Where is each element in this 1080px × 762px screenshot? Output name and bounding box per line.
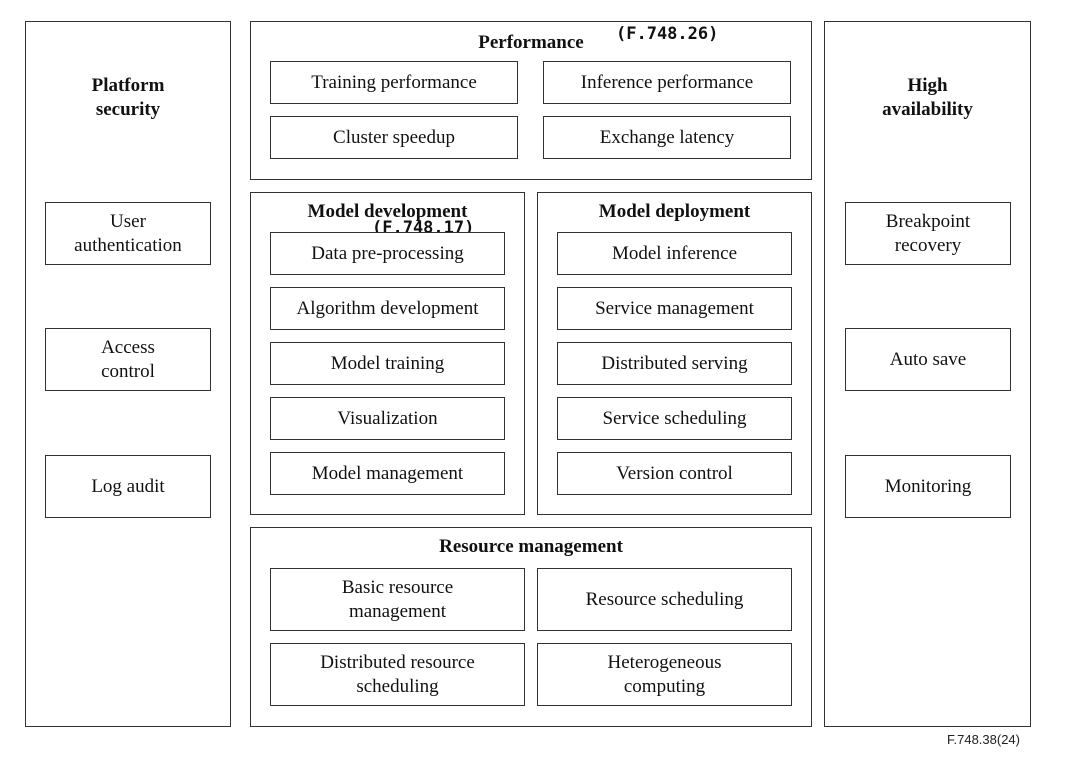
data-preprocessing-box: Data pre-processing	[270, 232, 505, 275]
resource-management-title: Resource management	[439, 536, 623, 557]
breakpoint-recovery-box: Breakpoint recovery	[845, 202, 1011, 265]
monitoring-box: Monitoring	[845, 455, 1011, 518]
high-availability-title: High availability	[882, 75, 973, 120]
basic-resource-management-box: Basic resource management	[270, 568, 525, 631]
figure-id: F.748.38(24)	[947, 732, 1020, 747]
model-training-box: Model training	[270, 342, 505, 385]
model-development-title: Model development	[307, 201, 468, 222]
cluster-speedup-box: Cluster speedup	[270, 116, 518, 159]
platform-security-title: Platform security	[91, 75, 165, 120]
model-deployment-title: Model deployment	[598, 201, 751, 222]
user-authentication-box: User authentication	[45, 202, 211, 265]
training-performance-box: Training performance	[270, 61, 518, 104]
algorithm-development-box: Algorithm development	[270, 287, 505, 330]
log-audit-box: Log audit	[45, 455, 211, 518]
performance-title: Performance	[478, 32, 584, 53]
exchange-latency-box: Exchange latency	[543, 116, 791, 159]
access-control-box: Access control	[45, 328, 211, 391]
version-control-box: Version control	[557, 452, 792, 495]
visualization-box: Visualization	[270, 397, 505, 440]
distributed-resource-scheduling-box: Distributed resource scheduling	[270, 643, 525, 706]
performance-reference: (F.748.26)	[616, 24, 719, 44]
resource-scheduling-box: Resource scheduling	[537, 568, 792, 631]
service-management-box: Service management	[557, 287, 792, 330]
inference-performance-box: Inference performance	[543, 61, 791, 104]
model-inference-box: Model inference	[557, 232, 792, 275]
service-scheduling-box: Service scheduling	[557, 397, 792, 440]
model-management-box: Model management	[270, 452, 505, 495]
heterogeneous-computing-box: Heterogeneous computing	[537, 643, 792, 706]
auto-save-box: Auto save	[845, 328, 1011, 391]
distributed-serving-box: Distributed serving	[557, 342, 792, 385]
